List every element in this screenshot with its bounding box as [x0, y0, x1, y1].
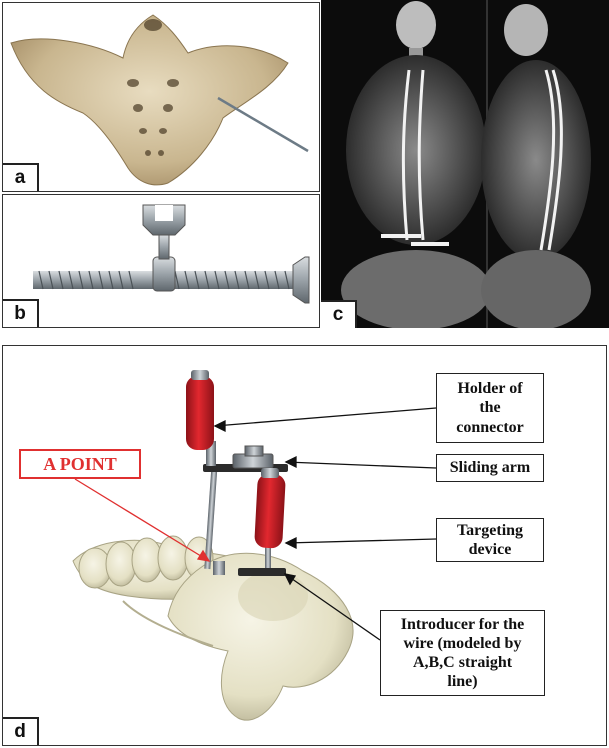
screw-illustration [33, 204, 310, 304]
panel-c-label: c [321, 300, 357, 328]
callout-sliding-arm: Sliding arm [436, 454, 544, 482]
panel-d-3d-model: A POINT Holder of the connector Sliding … [2, 345, 607, 746]
panel-a-sacrum-photo: a [2, 2, 320, 192]
panel-b-label: b [3, 299, 39, 327]
panel-b-screw-photo: b [2, 194, 320, 328]
callout-targeting-device: Targeting device [436, 518, 544, 562]
targeting-device-illustration [72, 370, 437, 721]
panel-d-label: d [3, 717, 39, 745]
panel-a-label: a [3, 163, 39, 191]
callout-holder-text: Holder of the connector [456, 380, 524, 436]
a-point-label: A POINT [19, 449, 141, 479]
callout-introducer-text: Introducer for the wire (modeled by A,B,… [400, 615, 525, 691]
sacrum-illustration [10, 14, 309, 186]
xray-illustration [341, 0, 591, 328]
callout-holder-of-connector: Holder of the connector [436, 373, 544, 443]
callout-introducer: Introducer for the wire (modeled by A,B,… [380, 610, 545, 696]
callout-targeting-text: Targeting device [456, 521, 524, 558]
callout-sliding-arm-text: Sliding arm [449, 459, 531, 477]
panel-c-xray-images: c [321, 0, 609, 328]
